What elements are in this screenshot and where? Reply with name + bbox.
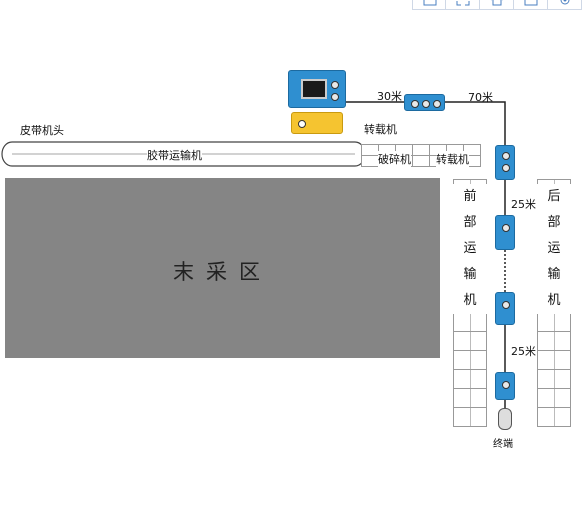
control-panel-device[interactable] [288,70,346,108]
switch-device-4[interactable] [495,372,515,400]
front-char: 输 [453,262,487,288]
power-box-device[interactable] [291,112,343,134]
save-icon [423,0,437,6]
line-70m [445,101,506,145]
toolbar [412,0,582,10]
crusher-label: 破碎机 [378,151,411,167]
settings-icon [560,0,570,5]
rear-transport-label: 后 部 运 输 机 [537,184,571,314]
front-char: 运 [453,236,487,262]
switch-device-top[interactable] [495,145,515,180]
terminal-icon[interactable] [498,408,512,430]
transfer-label: 转载机 [364,123,397,136]
distance-70m: 70米 [468,91,493,104]
device-knob-icon [502,224,510,232]
loader-label: 转载机 [436,151,469,167]
device-knob-icon [502,301,510,309]
front-char: 机 [453,288,487,314]
junction-device-30m[interactable] [404,94,445,111]
rear-char: 输 [537,262,571,288]
switch-device-3[interactable] [495,292,515,325]
window-icon [524,0,538,6]
home-button[interactable] [480,0,514,10]
device-knob-icon [502,381,510,389]
belt-head-label: 皮带机头 [20,124,64,137]
device-knob-icon [422,100,430,108]
front-transport-label: 前 部 运 输 机 [453,184,487,314]
front-char: 部 [453,210,487,236]
device-knob-icon [502,164,510,172]
device-knob-icon [433,100,441,108]
switch-device-2[interactable] [495,215,515,250]
unmined-area-label: 末采区 [173,260,272,284]
rear-char: 后 [537,184,571,210]
belt-conveyor-label: 胶带运输机 [147,147,202,163]
home-icon [491,0,503,6]
device-light-icon [298,120,306,128]
device-knob-icon [411,100,419,108]
device-knob-icon [502,152,510,160]
fullscreen-button[interactable] [446,0,480,10]
device-knob-icon [331,93,339,101]
rear-char: 部 [537,210,571,236]
terminal-label: 终端 [493,439,513,450]
front-char: 前 [453,184,487,210]
device-knob-icon [331,81,339,89]
distance-30m: 30米 [377,90,402,103]
rear-char: 运 [537,236,571,262]
distance-25m-a: 25米 [511,198,536,211]
distance-25m-b: 25米 [511,345,536,358]
rear-char: 机 [537,288,571,314]
unmined-area: 末采区 [5,178,440,358]
window-button[interactable] [514,0,548,10]
save-button[interactable] [412,0,446,10]
device-screen-icon [301,79,327,99]
